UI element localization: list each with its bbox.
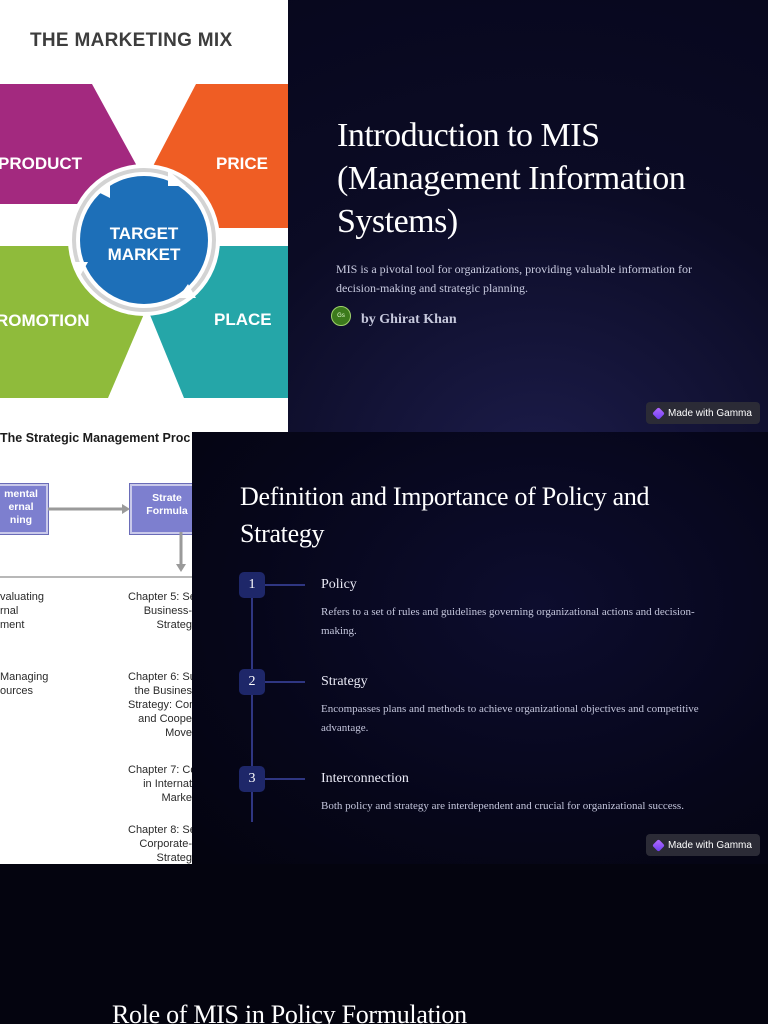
arrow-icon [122, 504, 130, 514]
slide-policy-strategy: The Strategic Management Proc mental ern… [0, 432, 768, 864]
gamma-logo-icon [652, 838, 665, 852]
strategic-management-heading: The Strategic Management Proc [0, 432, 191, 445]
marketing-mix-diagram [0, 84, 288, 398]
timeline-connector [265, 584, 305, 586]
process-connectors [0, 504, 192, 578]
process-left-text-2: Managing ources [0, 671, 49, 697]
slide-mis-policy: Role of MIS in Policy Formulation [0, 864, 768, 1024]
arrow-icon [98, 182, 110, 198]
timeline-number: 1 [239, 572, 265, 598]
product-segment [0, 84, 138, 204]
process-box-left: mental ernal ning [0, 484, 48, 534]
timeline-number: 2 [239, 669, 265, 695]
chapter-6-text: Chapter 6: Su the Busines Strategy: Con … [128, 671, 192, 739]
timeline-connector [265, 778, 305, 780]
timeline-number: 3 [239, 766, 265, 792]
slide-content-panel [192, 432, 768, 864]
chapter-5-text: Chapter 5: Se Business- Strateg [128, 591, 192, 631]
timeline-item-heading: Policy [321, 577, 357, 592]
place-label: PLACE [214, 310, 272, 329]
timeline-connector [265, 681, 305, 683]
chapter-7-text: Chapter 7: Co in Internat Marke [128, 764, 192, 804]
arrow-icon [168, 170, 186, 186]
made-with-gamma-badge[interactable]: Made with Gamma [646, 402, 760, 424]
timeline-item-description: Refers to a set of rules and guidelines … [321, 606, 695, 637]
badge-label: Made with Gamma [668, 839, 752, 851]
slide-title: Introduction to MIS (Management Informat… [337, 117, 686, 240]
target-market-circle [80, 176, 208, 304]
arrow-icon [72, 262, 88, 276]
strategic-management-image: The Strategic Management Proc mental ern… [0, 432, 192, 864]
author-byline: by Ghirat Khan [361, 312, 457, 327]
target-market-label: TARGET MARKET [107, 224, 181, 264]
process-left-text-1: valuating rnal ment [0, 591, 45, 631]
price-label: PRICE [216, 154, 268, 173]
made-with-gamma-badge[interactable]: Made with Gamma [646, 834, 760, 856]
chapter-8-text: Chapter 8: Se Corporate- Strateg [128, 824, 192, 864]
marketing-mix-image: THE MARKETING MIX PRODUCT PRICE ROMOTION [0, 0, 288, 432]
badge-label: Made with Gamma [668, 407, 752, 419]
arrow-icon [178, 284, 196, 298]
arrow-icon [176, 564, 186, 572]
slide-title: Definition and Importance of Policy and … [240, 482, 650, 548]
promotion-label: ROMOTION [0, 311, 90, 330]
gamma-logo-icon [652, 406, 665, 420]
author-avatar: Gs [331, 306, 351, 326]
product-label: PRODUCT [0, 154, 83, 173]
slide-subtitle: MIS is a pivotal tool for organizations,… [336, 262, 693, 295]
process-box-right: Strate Formula [130, 484, 192, 534]
slide-title: Role of MIS in Policy Formulation [112, 1000, 467, 1024]
timeline-item-description: Encompasses plans and methods to achieve… [321, 703, 699, 734]
slide-intro: THE MARKETING MIX PRODUCT PRICE ROMOTION [0, 0, 768, 432]
timeline-item-description: Both policy and strategy are interdepend… [321, 800, 684, 812]
timeline-line [251, 572, 253, 822]
timeline-item-heading: Interconnection [321, 771, 409, 786]
timeline-item-heading: Strategy [321, 674, 368, 689]
marketing-mix-heading: THE MARKETING MIX [30, 30, 233, 51]
